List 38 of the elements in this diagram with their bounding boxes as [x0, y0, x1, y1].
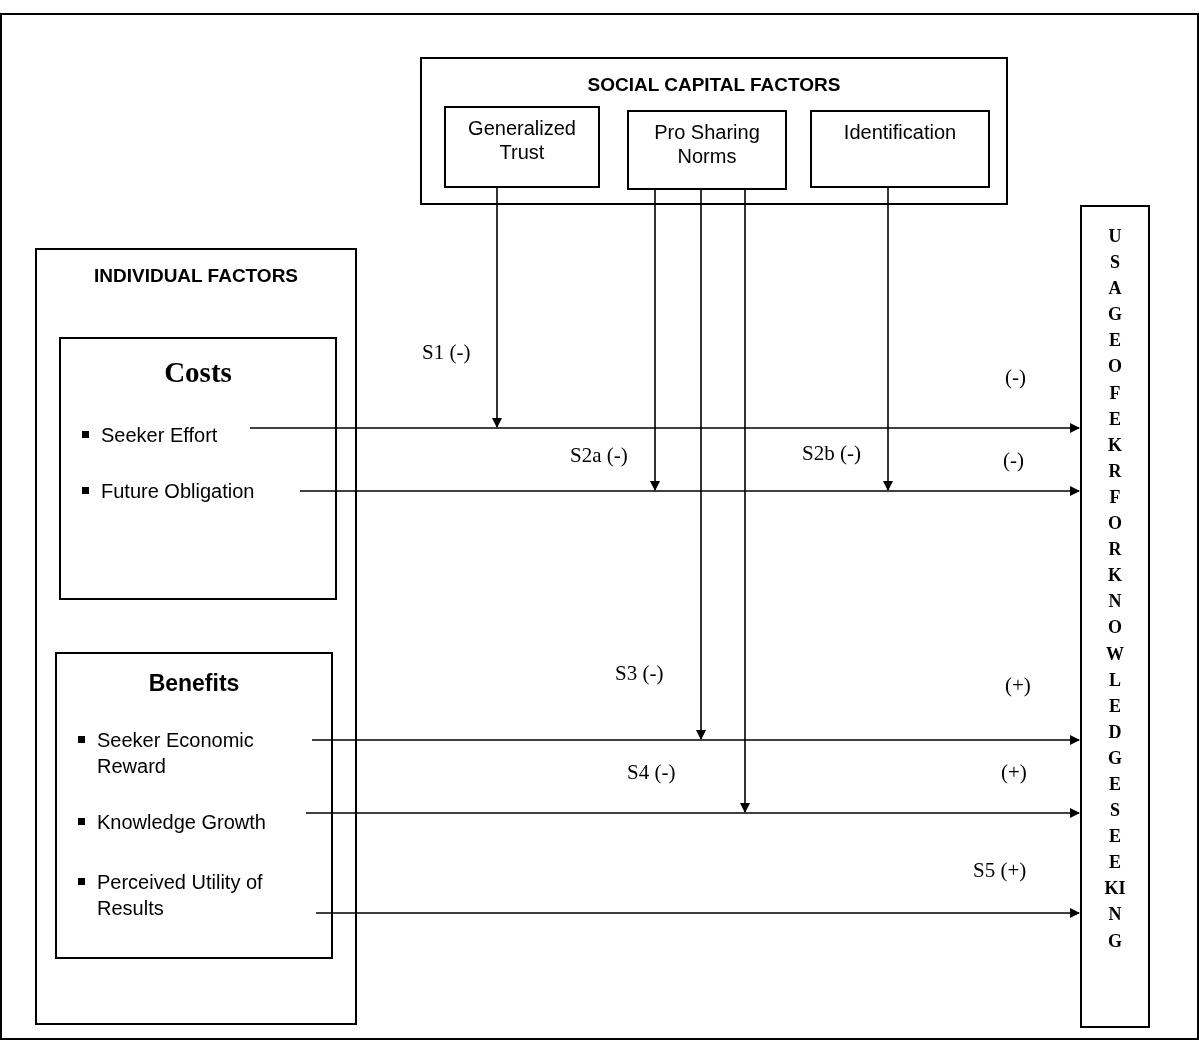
- category-heading: Costs: [163, 355, 233, 390]
- edge-label: (-): [1003, 367, 1028, 388]
- factor-item: Seeker Effort: [101, 423, 218, 448]
- category-box: [59, 337, 337, 600]
- arrow: [740, 187, 750, 813]
- group-box: [420, 57, 1008, 205]
- group-heading: SOCIAL CAPITAL FACTORS: [586, 73, 842, 97]
- arrow: [305, 808, 1080, 818]
- outcome-text: USAGE OF EKR FOR KNOWLEDGE SEEKING: [1104, 225, 1126, 953]
- factor-box: Generalized Trust: [444, 106, 600, 188]
- category-heading: Benefits: [147, 669, 241, 698]
- arrow: [492, 185, 502, 428]
- edge-label: S5 (+): [971, 860, 1029, 881]
- factor-item: Future Obligation: [101, 479, 255, 504]
- edge-label: S3 (-): [613, 663, 666, 684]
- edge-label: S2a (-): [568, 445, 630, 466]
- edge-label: S1 (-): [420, 342, 473, 363]
- edge-label: S2b (-): [800, 443, 863, 464]
- factor-item: Knowledge Growth: [97, 810, 266, 835]
- factor-box: Pro Sharing Norms: [627, 110, 787, 190]
- arrow: [883, 185, 893, 491]
- arrow: [249, 423, 1080, 433]
- edge-label: (+): [999, 762, 1029, 783]
- edge-label: S4 (-): [625, 762, 678, 783]
- edge-label: (+): [1003, 675, 1033, 696]
- category-box: [55, 652, 333, 959]
- factor-item: Perceived Utility of Results: [97, 870, 264, 921]
- edge-label: (-): [1001, 450, 1026, 471]
- factor-box: Identification: [810, 110, 990, 188]
- arrow: [650, 187, 660, 491]
- arrow: [311, 735, 1080, 745]
- arrow: [299, 486, 1080, 496]
- group-heading: INDIVIDUAL FACTORS: [92, 264, 300, 288]
- outcome-box: [1080, 205, 1150, 1028]
- factor-item: Seeker Economic Reward: [97, 728, 255, 779]
- group-box: [35, 248, 357, 1025]
- arrow: [696, 187, 706, 740]
- arrow: [315, 908, 1080, 918]
